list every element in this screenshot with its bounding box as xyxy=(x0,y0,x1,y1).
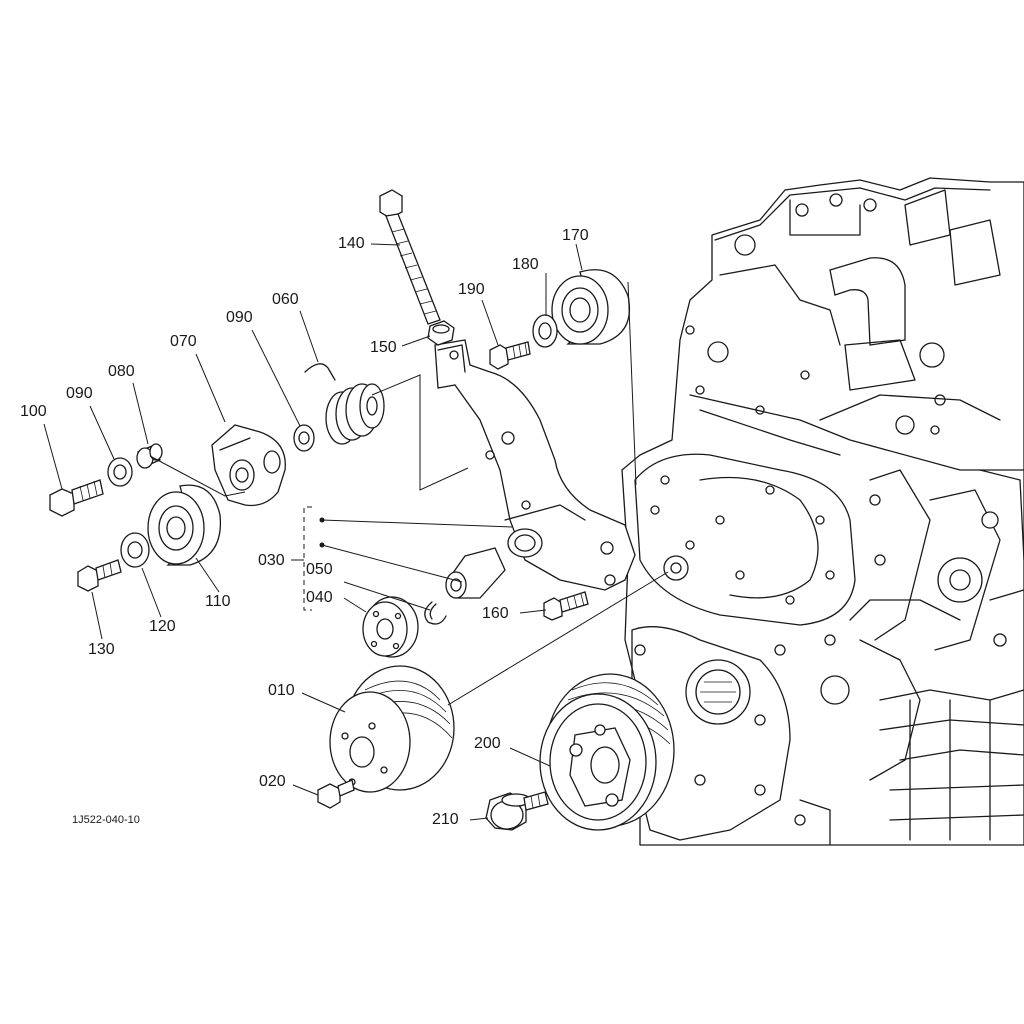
pulley-flange xyxy=(362,596,419,658)
bracket xyxy=(434,339,636,591)
pivot-shaft xyxy=(445,547,506,599)
callout-170: 170 xyxy=(562,227,589,244)
callout-080: 080 xyxy=(108,363,135,380)
fan-pulley xyxy=(329,665,455,793)
callout-200: 200 xyxy=(474,735,501,752)
callout-180: 180 xyxy=(512,256,539,273)
bolt-pulley xyxy=(317,779,355,809)
figure-id: 1J522-040-10 xyxy=(72,814,140,826)
tension-spring xyxy=(304,363,385,445)
callout-040: 040 xyxy=(306,589,333,606)
engine-block xyxy=(621,177,1024,846)
assembly-lines xyxy=(43,243,669,821)
bearing-left xyxy=(107,457,133,487)
bolt-upper xyxy=(489,341,531,370)
idler-pulley-upper xyxy=(551,269,631,345)
tension-arm xyxy=(211,424,286,507)
callout-090-left: 090 xyxy=(66,385,93,402)
callout-020: 020 xyxy=(259,773,286,790)
callout-010: 010 xyxy=(268,682,295,699)
callout-110: 110 xyxy=(205,593,231,610)
bolt-arm xyxy=(49,479,104,517)
crankshaft-bolt xyxy=(485,791,549,831)
callout-070: 070 xyxy=(170,333,197,350)
callout-190: 190 xyxy=(458,281,485,298)
tension-bolt xyxy=(379,189,441,325)
callout-100: 100 xyxy=(20,403,47,420)
bearing-right xyxy=(293,424,315,452)
idler-pulley-lower xyxy=(147,484,222,566)
callout-150: 150 xyxy=(370,339,397,356)
snap-ring xyxy=(424,601,447,625)
callout-030: 030 xyxy=(258,552,285,569)
callout-140: 140 xyxy=(338,235,365,252)
bolt-lower xyxy=(77,559,122,592)
callout-090-right: 090 xyxy=(226,309,253,326)
callout-130: 130 xyxy=(88,641,115,658)
washer-upper xyxy=(532,314,558,348)
washer-lower xyxy=(120,532,150,568)
callout-050: 050 xyxy=(306,561,333,578)
collar xyxy=(136,443,163,469)
nut xyxy=(427,320,455,346)
callout-160: 160 xyxy=(482,605,509,622)
callout-120: 120 xyxy=(149,618,176,635)
bolt-bracket xyxy=(543,591,589,621)
crankshaft-pulley xyxy=(539,673,675,831)
callout-060: 060 xyxy=(272,291,299,308)
callout-210: 210 xyxy=(432,811,459,828)
